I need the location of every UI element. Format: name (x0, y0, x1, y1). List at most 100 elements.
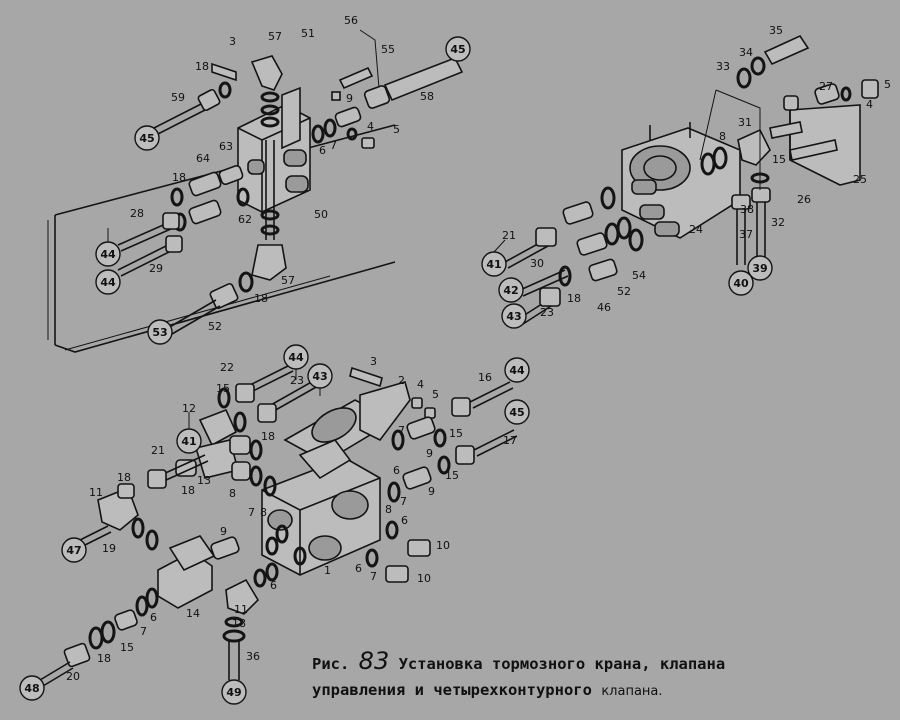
part-label: 52 (617, 285, 631, 298)
svg-text:44: 44 (100, 248, 116, 261)
plug-10-lower (385, 565, 409, 583)
svg-text:48: 48 (24, 682, 39, 695)
part-label: 5 (884, 78, 891, 91)
part-label: 8 (719, 130, 726, 143)
svg-text:49: 49 (226, 686, 241, 699)
tube-17 (473, 429, 518, 457)
part-label: 46 (597, 301, 611, 314)
part-label: 1 (324, 564, 331, 577)
svg-text:42: 42 (503, 284, 518, 297)
svg-text:44: 44 (288, 351, 304, 364)
callout-circle: 49 (221, 679, 247, 705)
svg-text:45: 45 (509, 406, 524, 419)
part-label: 6 (355, 562, 362, 575)
callout-circle: 45 (445, 36, 471, 62)
elbow-fitting-57 (250, 55, 283, 91)
part-label: 13 (197, 474, 211, 487)
part-label: 35 (769, 24, 783, 37)
vertical-tube (265, 140, 275, 240)
part-label: 17 (503, 434, 517, 447)
part-label: 8 (229, 487, 236, 500)
part-label: 7 (330, 139, 337, 152)
callout-circle: 44 (95, 269, 121, 295)
part-label: 7 (398, 424, 405, 437)
part-label: 52 (208, 320, 222, 333)
bolt-31 (769, 121, 803, 139)
part-label: 7 (400, 495, 407, 508)
part-label: 51 (301, 27, 315, 40)
callout-circle: 42 (498, 277, 524, 303)
part-label: 18 (181, 484, 195, 497)
part-label: 14 (186, 607, 200, 620)
valve-port-a (283, 149, 307, 167)
fitting-9 (334, 106, 362, 128)
part-label: 9 (346, 92, 353, 105)
callout-circle: 41 (481, 251, 507, 277)
part-label: 3 (229, 35, 236, 48)
part-label: 62 (238, 213, 252, 226)
part-label: 37 (739, 228, 753, 241)
part-label: 18 (97, 652, 111, 665)
valve-cover (629, 145, 691, 191)
part-label: 20 (66, 670, 80, 683)
bolt-55 (338, 66, 374, 90)
svg-text:39: 39 (752, 262, 767, 275)
callout-circle: 41 (176, 428, 202, 454)
part-label: 19 (102, 542, 116, 555)
figure-number: 83 (358, 647, 390, 675)
frame-channel (54, 124, 396, 353)
hose-58 (383, 56, 464, 102)
part-label: 15 (216, 382, 230, 395)
svg-text:40: 40 (733, 277, 749, 290)
part-label: 4 (417, 378, 424, 391)
part-label: 36 (246, 650, 260, 663)
part-label: 8 (385, 503, 392, 516)
part-label: 5 (432, 388, 439, 401)
elbow-fitting-57-lower (251, 244, 287, 281)
part-label: 64 (196, 152, 210, 165)
svg-text:53: 53 (152, 326, 167, 339)
part-label: 6 (393, 464, 400, 477)
callout-circle: 45 (504, 399, 530, 425)
part-label: 26 (797, 193, 811, 206)
part-label: 2 (398, 374, 405, 387)
nut-59 (197, 88, 221, 112)
part-label: 38 (740, 203, 754, 216)
part-label: 18 (117, 471, 131, 484)
callout-circle: 48 (19, 675, 45, 701)
part-label: 58 (420, 90, 434, 103)
caption-text-1: Установка тормозного крана, клапана (398, 655, 726, 673)
callout-circle: 44 (283, 344, 309, 370)
svg-text:47: 47 (66, 544, 81, 557)
fitting-63 (218, 164, 244, 186)
part-label: 6 (401, 514, 408, 527)
svg-text:45: 45 (139, 132, 154, 145)
svg-text:43: 43 (506, 310, 521, 323)
part-label: 33 (716, 60, 730, 73)
valve-port-b (285, 175, 309, 193)
svg-text:44: 44 (100, 276, 116, 289)
svg-text:41: 41 (181, 435, 196, 448)
part-label: 7 (370, 570, 377, 583)
leader-lines (107, 228, 506, 429)
part-label: 21 (502, 229, 516, 242)
svg-text:43: 43 (312, 370, 327, 383)
part-label: 63 (219, 140, 233, 153)
part-label: 4 (367, 120, 374, 133)
part-label: 9 (220, 525, 227, 538)
part-label: 7 (248, 506, 255, 519)
part-label: 5 (393, 123, 400, 136)
part-label: 4 (866, 98, 873, 111)
part-label: 55 (381, 43, 395, 56)
tube-59 (149, 101, 206, 131)
elbow-11-lower (225, 578, 260, 615)
tube-30 (519, 269, 569, 297)
part-label: 57 (268, 30, 282, 43)
part-label: 18 (172, 171, 186, 184)
part-label: 10 (417, 572, 431, 585)
washer-18 (218, 81, 232, 99)
part-label: 34 (739, 46, 753, 59)
figure-caption: Рис. 83 Установка тормозного крана, клап… (312, 648, 897, 705)
callout-circle: 43 (307, 363, 333, 389)
tee-12 (198, 408, 238, 447)
